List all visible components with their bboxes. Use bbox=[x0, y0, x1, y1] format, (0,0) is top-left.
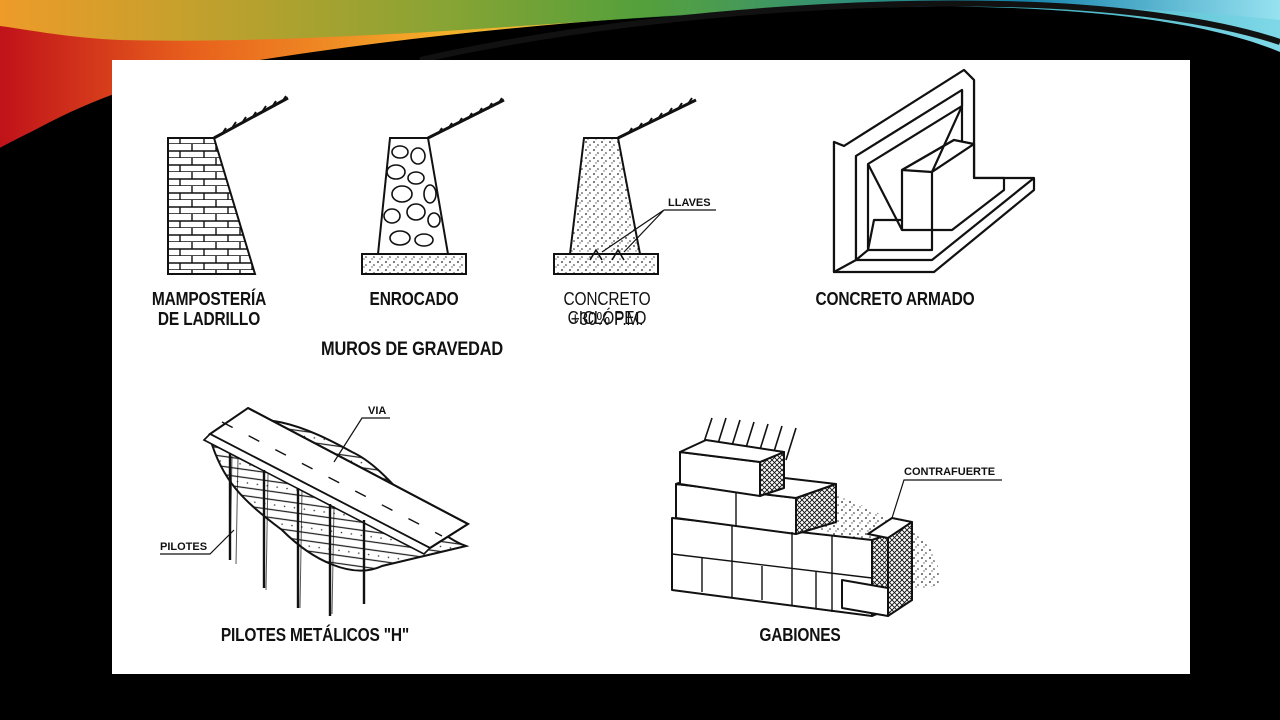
annotation-llaves: LLAVES bbox=[668, 197, 711, 209]
label-ciclopeo-pm: +30% P.M. bbox=[570, 309, 644, 329]
label-concreto-ciclopeo: CONCRETO CICLÓPEO bbox=[563, 289, 651, 328]
label-enrocado: ENROCADO bbox=[369, 289, 459, 309]
annotation-via: VIA bbox=[368, 405, 387, 417]
label-de-ladrillo: DE LADRILLO bbox=[157, 309, 261, 329]
label-gabiones: GABIONES bbox=[759, 625, 841, 645]
pilotes-leader bbox=[160, 529, 235, 555]
label-mamposteria: MAMPOSTERÍA bbox=[151, 289, 267, 309]
label-concreto-armado: CONCRETO ARMADO bbox=[815, 289, 975, 309]
cyclopean-concrete-wall bbox=[553, 97, 716, 275]
reinforced-concrete-wall bbox=[832, 68, 1036, 274]
label-pilotes-metalicos-h: PILOTES METÁLICOS "H" bbox=[220, 625, 410, 645]
llaves-leader bbox=[601, 209, 716, 253]
label-muros-de-gravedad: MUROS DE GRAVEDAD bbox=[321, 339, 503, 360]
via-leader bbox=[333, 417, 390, 463]
annotation-contrafuerte: CONTRAFUERTE bbox=[904, 466, 996, 478]
steel-h-piles-wall bbox=[160, 406, 470, 616]
retaining-walls-drawing bbox=[160, 68, 1036, 617]
riprap-wall bbox=[361, 97, 505, 275]
contrafuerte-leader bbox=[891, 479, 1002, 519]
annotation-pilotes: PILOTES bbox=[160, 541, 208, 553]
brick-masonry-wall bbox=[167, 95, 289, 275]
diagram-panel: MAMPOSTERÍA DE LADRILLO ENROCADO CONCRET… bbox=[112, 60, 1190, 674]
gabion-wall bbox=[671, 417, 1002, 617]
